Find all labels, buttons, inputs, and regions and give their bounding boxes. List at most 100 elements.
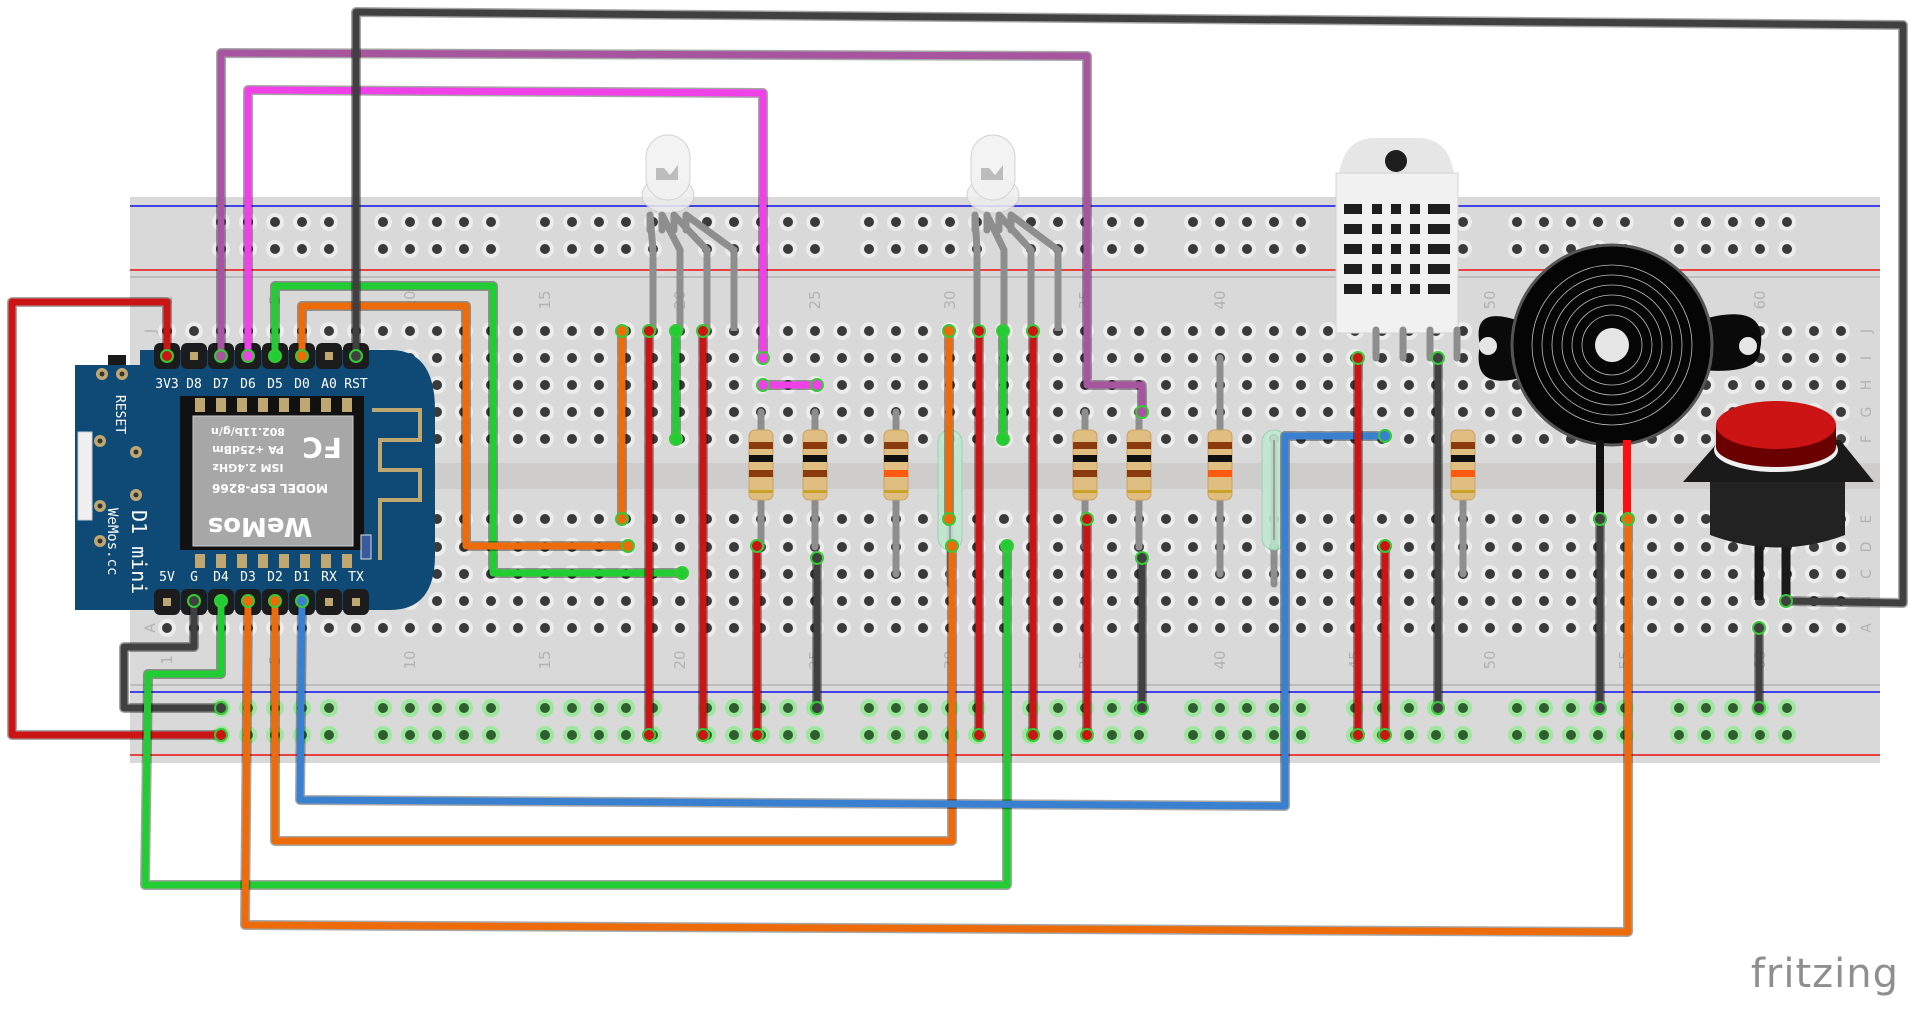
buzzer-mount-hole xyxy=(1479,337,1497,355)
hole xyxy=(1701,407,1711,417)
hole xyxy=(1404,434,1414,444)
wire-led-jumper-end xyxy=(996,324,1010,338)
hole xyxy=(1701,434,1711,444)
hole xyxy=(1161,596,1171,606)
fritzing-logo: fritzing xyxy=(1750,951,1899,997)
resistor xyxy=(1072,429,1098,501)
hole xyxy=(1539,623,1549,633)
dht22-vent xyxy=(1372,264,1382,274)
hole xyxy=(432,244,442,254)
hole xyxy=(783,407,793,417)
hole xyxy=(918,542,928,552)
wire-power-jumper-end xyxy=(696,728,710,742)
buzzer-ring xyxy=(1581,314,1643,376)
reset-label: RESET xyxy=(112,395,127,434)
board-name: D1 mini xyxy=(127,510,151,594)
hole xyxy=(1323,596,1333,606)
hole xyxy=(459,703,469,713)
wire-power-jumper-end xyxy=(1378,539,1392,553)
dht22-vent xyxy=(1344,244,1362,254)
hole xyxy=(1188,569,1198,579)
hole xyxy=(1323,514,1333,524)
wire-jumper-end xyxy=(615,512,629,526)
dht22-vent xyxy=(1372,284,1382,294)
dht22-vent xyxy=(1428,264,1450,274)
hole xyxy=(1512,596,1522,606)
hole xyxy=(162,623,172,633)
hole xyxy=(1836,623,1846,633)
hole xyxy=(918,326,928,336)
hole xyxy=(1323,380,1333,390)
hole xyxy=(1539,542,1549,552)
hole xyxy=(1431,730,1441,740)
hole xyxy=(1107,542,1117,552)
hole xyxy=(1485,407,1495,417)
hole xyxy=(918,569,928,579)
hole xyxy=(864,407,874,417)
hole xyxy=(1296,217,1306,227)
hole xyxy=(864,596,874,606)
dht22-vent xyxy=(1410,264,1420,274)
hole xyxy=(783,244,793,254)
chip-ism-text: ISM 2.4GHz xyxy=(213,461,284,474)
hole xyxy=(837,623,847,633)
hole xyxy=(1188,542,1198,552)
buzzer-ring xyxy=(1551,284,1673,406)
led-leg xyxy=(658,213,684,331)
wire-d7-reed-end xyxy=(1135,405,1149,419)
board-pad-hole xyxy=(119,371,125,377)
row-label: H xyxy=(1859,380,1875,391)
hole xyxy=(486,596,496,606)
hole xyxy=(1188,244,1198,254)
hole xyxy=(1134,353,1144,363)
hole xyxy=(1404,730,1414,740)
hole xyxy=(1161,407,1171,417)
hole xyxy=(1188,596,1198,606)
hole xyxy=(513,623,523,633)
column-label: 50 xyxy=(1481,650,1499,669)
led-die xyxy=(656,165,678,180)
dht22-vent xyxy=(1428,224,1450,234)
hole xyxy=(1836,407,1846,417)
hole xyxy=(1674,434,1684,444)
hole xyxy=(1107,217,1117,227)
hole xyxy=(918,244,928,254)
resistor-body xyxy=(748,429,774,501)
hole xyxy=(324,703,334,713)
hole xyxy=(1836,353,1846,363)
hole xyxy=(324,623,334,633)
resistor-band xyxy=(803,470,827,477)
board-pad-hole xyxy=(133,449,139,455)
hole xyxy=(864,380,874,390)
rgb-led xyxy=(641,134,695,214)
wire-power-jumper-end xyxy=(642,728,656,742)
wire-gnd-rail-end xyxy=(187,594,201,608)
hole xyxy=(1647,542,1657,552)
hole xyxy=(783,514,793,524)
hole xyxy=(621,730,631,740)
hole xyxy=(1053,434,1063,444)
wire-ground-jumper-end xyxy=(1135,551,1149,565)
row-label: C xyxy=(1859,569,1875,579)
dht22-vent xyxy=(1344,224,1362,234)
hole xyxy=(1539,244,1549,254)
hole xyxy=(1539,514,1549,524)
resistor-band xyxy=(1451,470,1475,477)
hole xyxy=(432,380,442,390)
hole xyxy=(1269,596,1279,606)
buzzer-mount-hole xyxy=(1739,337,1757,355)
hole xyxy=(1539,596,1549,606)
resistor-band xyxy=(803,490,827,493)
hole xyxy=(1512,434,1522,444)
hole xyxy=(1161,380,1171,390)
hole xyxy=(729,596,739,606)
hole xyxy=(297,244,307,254)
hole xyxy=(675,623,685,633)
wire-d2-led2-end xyxy=(268,594,282,608)
header-pad xyxy=(325,352,333,360)
hole xyxy=(1107,569,1117,579)
pin-label-d5: D5 xyxy=(267,377,283,392)
hole xyxy=(1296,596,1306,606)
hole xyxy=(1782,244,1792,254)
hole xyxy=(567,623,577,633)
